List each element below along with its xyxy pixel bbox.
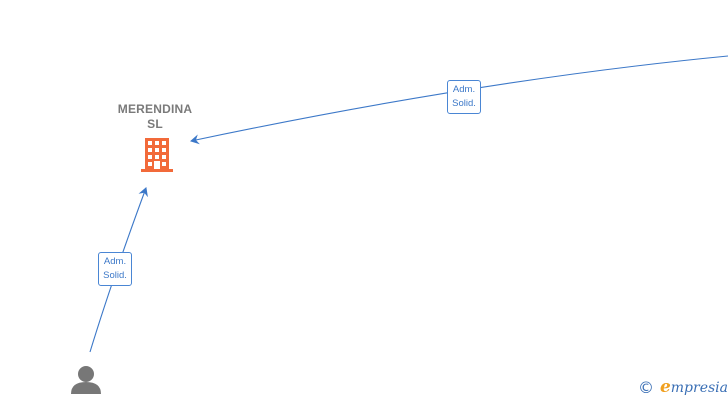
brand-rest: mpresia — [670, 380, 728, 396]
company-name-line1[interactable]: MERENDINA — [117, 102, 193, 116]
company-name[interactable]: MERENDINA SL — [100, 102, 210, 132]
copyright-icon: © — [637, 377, 654, 397]
edge-label-adm-solid-top[interactable]: Adm. Solid. — [447, 80, 481, 114]
edge-label-adm-solid-bottom[interactable]: Adm. Solid. — [98, 252, 132, 286]
edge-label-line1: Adm. — [452, 84, 476, 95]
edge-label-line2: Solid. — [103, 270, 127, 281]
brand-initial: e — [659, 377, 671, 397]
edge-label-line2: Solid. — [452, 98, 476, 109]
building-icon[interactable] — [141, 138, 173, 172]
person-icon[interactable] — [71, 366, 101, 394]
company-name-line2[interactable]: SL — [147, 117, 163, 131]
edge-label-line1: Adm. — [103, 256, 127, 267]
empresia-watermark[interactable]: © empresia — [637, 377, 728, 397]
brand-logo: empresia — [660, 377, 728, 397]
